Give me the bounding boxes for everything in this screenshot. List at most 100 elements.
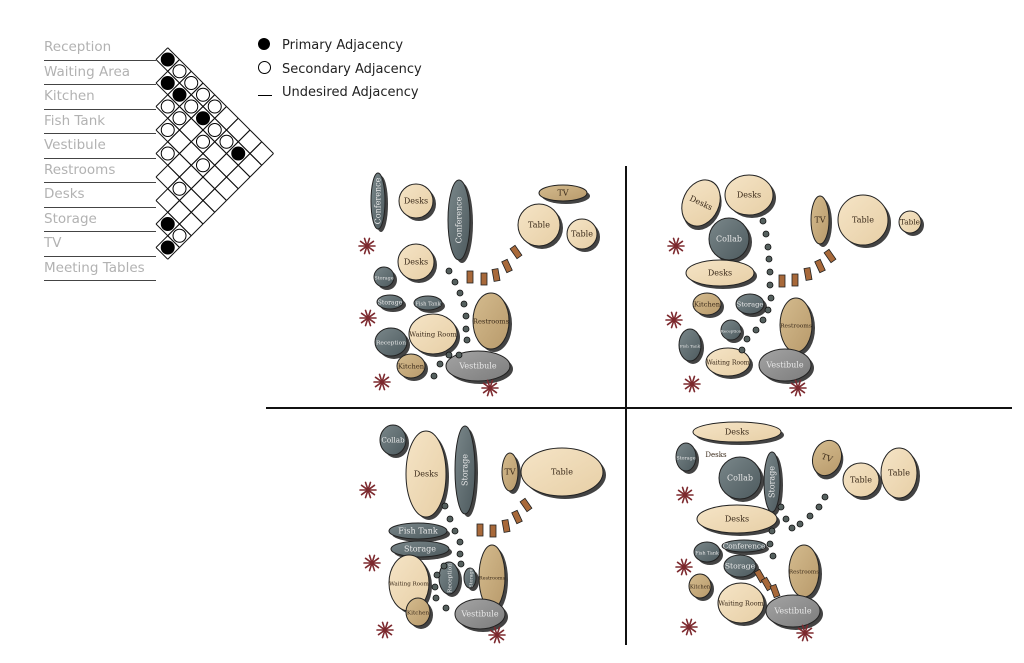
stool-marker [782, 515, 790, 523]
matrix-grid-line [214, 153, 227, 166]
room-bubble: TV [810, 195, 832, 247]
matrix-grid-line [237, 141, 251, 154]
stool-marker [462, 312, 470, 320]
stool-marker [764, 243, 772, 251]
stool-marker [788, 524, 796, 532]
room-bubble-label: Restrooms [479, 576, 505, 582]
room-bubble-label: Waiting Room [718, 600, 763, 608]
room-bubble-label: Storage [461, 454, 470, 486]
room-bubble: Desks [398, 183, 436, 221]
stool-marker [460, 300, 468, 308]
matrix-grid-line [167, 141, 180, 154]
room-bubble: TV [538, 184, 590, 204]
bubble-shape [445, 350, 511, 382]
stool-marker [766, 281, 774, 289]
stool-marker [759, 217, 767, 225]
stool-marker [431, 583, 439, 591]
stool-marker [430, 372, 438, 380]
room-bubble-label: Storage [676, 456, 695, 462]
room-bubble: Desks [692, 421, 784, 445]
room-bubble-label: Storage [737, 301, 764, 309]
room-bubble-label: Conference [374, 177, 383, 224]
matrix-grid-line [249, 141, 263, 154]
room-bubble: Fish Tank [678, 328, 704, 364]
room-bubble: Vestibule [454, 598, 508, 632]
matrix-grid-line [179, 164, 192, 178]
matrix-grid-line [226, 164, 239, 178]
bubble-shape [758, 348, 812, 382]
room-bubble-label: Table [888, 469, 910, 478]
room-bubble-label: Vestibule [765, 361, 803, 370]
stool-marker [769, 552, 777, 560]
matrix-grid-line [167, 235, 180, 248]
secondary-adjacency-dot [196, 87, 210, 102]
primary-adjacency-dot [172, 87, 187, 102]
matrix-grid-line [167, 129, 180, 143]
room-label-list: Reception Waiting Area Kitchen Fish Tank… [44, 36, 156, 281]
plant-icon [363, 554, 381, 572]
filled-circle-icon [258, 37, 270, 50]
matrix-grid-line [179, 59, 192, 72]
matrix-grid-line [190, 188, 204, 201]
chair-marker [511, 509, 523, 525]
stool-marker [451, 278, 459, 286]
matrix-grid-line [167, 176, 180, 190]
matrix-grid-line [214, 164, 227, 178]
room-bubble-label: Storage [378, 300, 403, 307]
bubble-shape [880, 447, 918, 499]
room-bubble: Restrooms [779, 297, 815, 355]
stool-marker [765, 255, 773, 263]
bubble-shape [721, 539, 767, 553]
secondary-adjacency-dot [207, 123, 222, 137]
matrix-grid-line [155, 129, 169, 143]
room-bubble-label: Desks [737, 191, 761, 200]
matrix-grid-line [226, 153, 239, 166]
matrix-grid-line [155, 59, 169, 72]
matrix-grid-line [202, 117, 216, 131]
matrix-grid-line [190, 211, 204, 225]
matrix-grid-line [226, 106, 239, 119]
matrix-grid-line [237, 176, 251, 190]
room-bubble-label: Storage [404, 545, 436, 554]
matrix-grid-line [167, 70, 180, 84]
room-bubble-label: Table [852, 216, 874, 225]
matrix-grid-line [226, 176, 239, 190]
chair-marker [519, 497, 533, 513]
bubble-shape [413, 295, 443, 311]
bubble-shape [810, 195, 830, 245]
room-label-fish-tank: Fish Tank [44, 110, 156, 134]
room-bubble-label: Table [528, 221, 550, 230]
matrix-grid-line [167, 200, 180, 213]
bubble-shape [693, 541, 721, 563]
matrix-grid-line [202, 164, 216, 178]
matrix-grid-line [202, 176, 216, 190]
bubble-shape [675, 442, 697, 472]
matrix-grid-line [155, 235, 169, 248]
stool-marker [767, 294, 775, 302]
bubble-shape [765, 594, 821, 628]
plant-icon [675, 558, 693, 576]
room-bubble: Kitchen [405, 597, 433, 629]
plant-icon [376, 621, 394, 639]
matrix-grid-line [155, 94, 169, 107]
room-bubble-label: Restrooms [473, 318, 510, 326]
matrix-grid-line [249, 129, 263, 143]
stool-marker [738, 346, 746, 354]
secondary-adjacency-dot [172, 64, 187, 79]
room-bubble: Desks [685, 259, 757, 289]
secondary-adjacency-dot [184, 99, 199, 114]
bubble-shape [678, 328, 702, 362]
matrix-grid-line [155, 247, 169, 260]
matrix-grid-line [190, 82, 204, 96]
matrix-grid-line [190, 200, 204, 213]
bubble-shape [520, 447, 604, 497]
matrix-grid-line [167, 223, 180, 237]
stool-marker [457, 560, 465, 568]
bubble-shape [398, 183, 434, 219]
bubble-shape [397, 243, 435, 281]
matrix-grid-line [214, 141, 227, 154]
room-label-kitchen: Kitchen [44, 85, 156, 110]
stool-marker [442, 604, 450, 612]
room-label-reception: Reception [44, 36, 156, 61]
matrix-grid-line [155, 176, 169, 190]
